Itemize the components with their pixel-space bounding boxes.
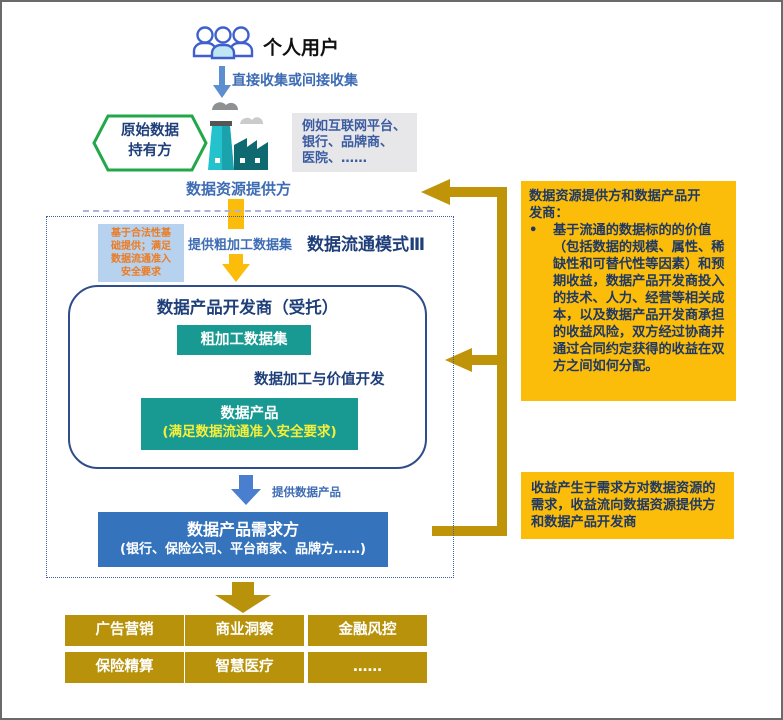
individual-user-label: 个人用户 — [263, 37, 340, 59]
data-product-box: 数据产品 (满足数据流通准入安全要求) — [141, 398, 358, 450]
examples-line-1: 例如互联网平台、 — [302, 119, 407, 134]
developer-title: 数据产品开发商（受托） — [156, 298, 339, 317]
raw-data-holder-label: 原始数据 持有方 — [94, 121, 206, 161]
examples-box: 例如互联网平台、 银行、品牌商、 医院、…… — [292, 113, 417, 172]
demander-examples: (银行、保险公司、平台商家、品牌方……) — [120, 542, 366, 557]
holder-line-2: 持有方 — [128, 143, 172, 159]
collect-label: 直接收集或间接收集 — [232, 73, 358, 89]
product-requirement: (满足数据流通准入安全要求) — [162, 424, 337, 440]
application-box: 商业洞察 — [185, 615, 304, 646]
mode-title: 数据流通模式Ⅲ — [307, 235, 426, 255]
legal-line-3: 数据流通准入 — [111, 254, 171, 265]
application-box: 智慧医疗 — [185, 652, 304, 683]
revenue-allocation-note: 数据资源提供方和数据产品开 发商： • 基于流通的数据标的的价值（包括数据的规模… — [521, 181, 736, 401]
note1-heading-2: 发商： — [529, 206, 569, 221]
provide-rough-dataset-label: 提供粗加工数据集 — [188, 238, 293, 253]
application-box: …… — [308, 652, 427, 683]
holder-line-1: 原始数据 — [121, 123, 179, 139]
note1-heading-1: 数据资源提供方和数据产品开 — [529, 189, 701, 204]
rough-dataset-box: 粗加工数据集 — [177, 325, 311, 355]
dashed-divider — [83, 210, 433, 212]
legal-line-1: 基于合法性基 — [111, 228, 171, 239]
examples-line-3: 医院、…… — [302, 151, 368, 166]
legal-line-2: 础提供；满足 — [111, 241, 171, 252]
application-box: 保险精算 — [65, 652, 184, 683]
processing-label: 数据加工与价值开发 — [254, 372, 385, 388]
bullet-icon: • — [529, 223, 538, 238]
demander-title: 数据产品需求方 — [186, 520, 299, 539]
circulation-mode-container — [46, 216, 454, 578]
legal-line-4: 安全要求 — [121, 267, 161, 278]
product-title: 数据产品 — [220, 406, 279, 422]
application-box: 金融风控 — [308, 615, 427, 646]
legal-basis-note: 基于合法性基 础提供；满足 数据流通准入 安全要求 — [98, 224, 184, 282]
note1-body: 基于流通的数据标的的价值（包括数据的规模、属性、稀缺性和可替代性等因素）和预期收… — [553, 223, 725, 374]
provide-product-label: 提供数据产品 — [272, 485, 341, 499]
revenue-source-note: 收益产生于需求方对数据资源的需求，收益流向数据资源提供方和数据产品开发商 — [521, 472, 734, 539]
examples-line-2: 银行、品牌商、 — [302, 135, 394, 150]
data-resource-provider-label: 数据资源提供方 — [186, 180, 292, 198]
application-box: 广告营销 — [65, 615, 184, 646]
data-product-demander-box: 数据产品需求方 (银行、保险公司、平台商家、品牌方……) — [98, 512, 388, 567]
note1-bullet-item: • 基于流通的数据标的的价值（包括数据的规模、属性、稀缺性和可替代性等因素）和预… — [529, 222, 728, 375]
